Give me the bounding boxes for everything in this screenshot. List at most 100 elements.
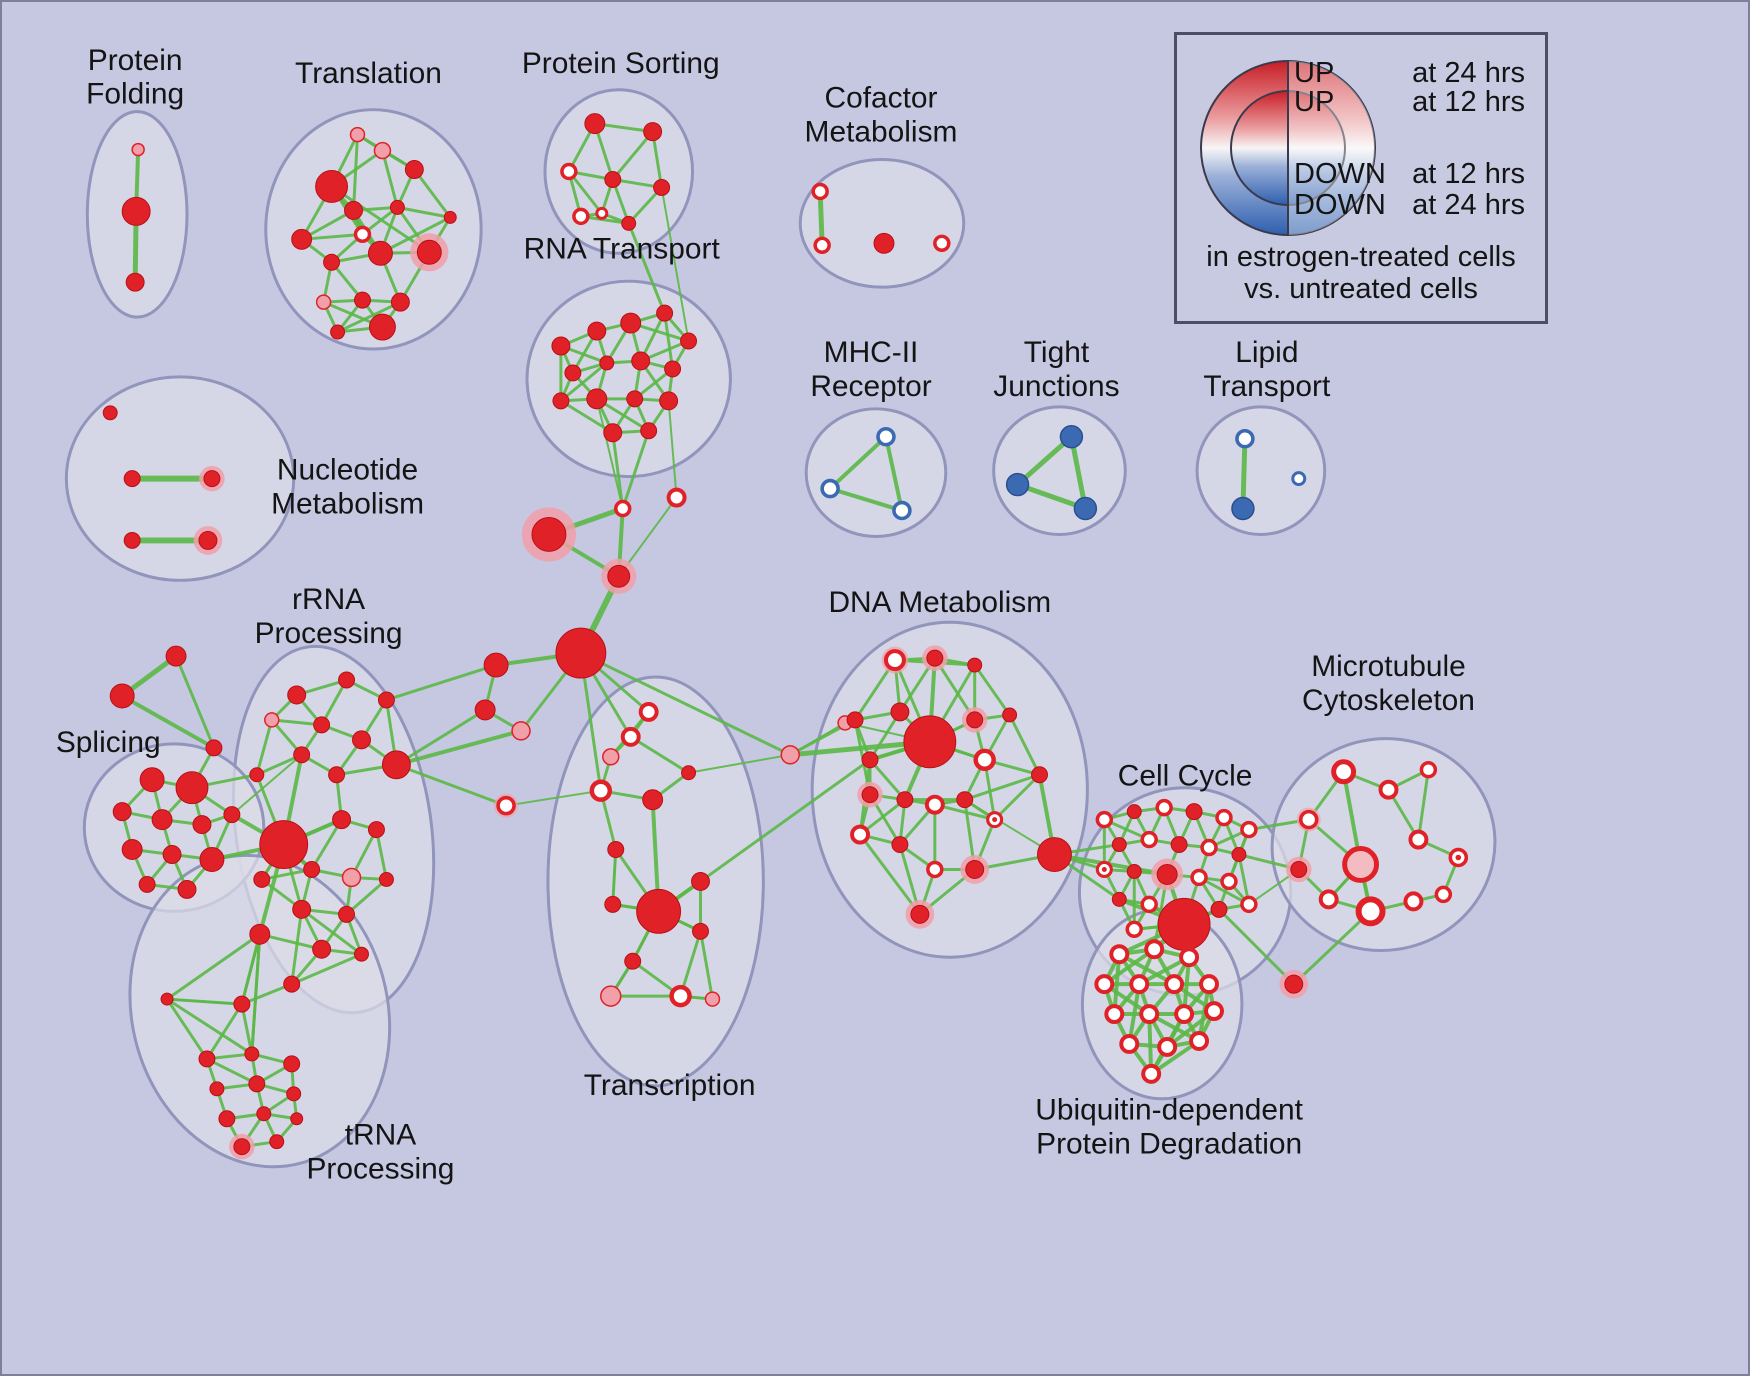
node-ubiquitin-degradation-14 — [1141, 1063, 1162, 1084]
node-trna-processing-10 — [256, 1106, 272, 1122]
cluster-label-trna-processing: tRNA — [345, 1119, 417, 1152]
cluster-label-ubiquitin-degradation: Protein Degradation — [1036, 1128, 1302, 1161]
node-connectors-11 — [1037, 837, 1072, 872]
node-dna-metabolism-1 — [922, 645, 948, 671]
node-cofactor-metabolism-1 — [813, 236, 831, 255]
node-splicing-8 — [199, 847, 225, 872]
node-cell-cycle-3 — [1185, 803, 1203, 821]
node-ubiquitin-degradation-5 — [1164, 974, 1185, 995]
node-trna-processing-9 — [218, 1110, 236, 1128]
node-ubiquitin-degradation-12 — [1157, 1036, 1178, 1057]
node-ubiquitin-degradation-11 — [1119, 1033, 1140, 1054]
node-trna-processing-11 — [290, 1112, 304, 1126]
node-rna-transport-10 — [586, 388, 608, 410]
node-dna-metabolism-2 — [967, 657, 983, 673]
legend-up-24-time: at 24 hrs — [1412, 57, 1525, 89]
cluster-label-transcription: Transcription — [584, 1069, 756, 1102]
node-cofactor-metabolism-3 — [933, 234, 951, 253]
node-microtubule-cytoskeleton-3 — [1296, 807, 1321, 832]
node-ubiquitin-degradation-0 — [1109, 944, 1130, 965]
legend-right-half-overlay — [1288, 61, 1375, 235]
node-translation-3 — [404, 160, 424, 179]
node-transcription-2 — [602, 748, 620, 766]
node-protein-sorting-1 — [643, 122, 663, 142]
node-splicing-10 — [177, 879, 197, 899]
node-protein-sorting-6 — [621, 215, 637, 231]
node-microtubule-cytoskeleton-10 — [1434, 885, 1453, 904]
node-nucleotide-metabolism-2 — [199, 465, 225, 492]
node-translation-12 — [315, 294, 332, 310]
node-lipid-transport-1 — [1231, 496, 1255, 521]
node-cell-cycle-14 — [1190, 868, 1208, 887]
node-cofactor-metabolism-2 — [873, 232, 895, 254]
node-translation-9 — [323, 253, 341, 271]
node-rna-transport-2 — [620, 312, 642, 334]
node-dna-metabolism-6 — [961, 707, 988, 733]
node-splicing-3 — [151, 809, 173, 831]
node-transcription-8 — [691, 871, 710, 891]
node-lipid-transport-0 — [1235, 428, 1255, 449]
node-transcription-11 — [624, 952, 642, 970]
node-connectors-1 — [521, 507, 577, 562]
node-trna-processing-2 — [233, 995, 251, 1013]
node-trna-processing-13 — [269, 1134, 285, 1150]
node-splicing-7 — [162, 845, 182, 864]
node-lipid-transport-2 — [1291, 471, 1307, 487]
node-rrna-processing-5 — [352, 730, 371, 750]
node-rrna-processing-18 — [338, 905, 356, 923]
legend-caption-line1: in estrogen-treated cells — [1206, 241, 1516, 273]
node-trna-processing-8 — [286, 1086, 302, 1102]
node-translation-0 — [315, 170, 349, 203]
node-microtubule-cytoskeleton-9 — [1403, 891, 1424, 912]
node-trna-processing-12 — [229, 1133, 255, 1160]
node-rrna-processing-19 — [312, 939, 332, 959]
node-connectors-12 — [1279, 969, 1309, 999]
node-trna-processing-0 — [249, 923, 271, 945]
node-dna-metabolism-13 — [924, 794, 945, 815]
node-translation-14 — [390, 292, 410, 312]
node-rrna-processing-13 — [303, 860, 321, 878]
legend-caption-line2: vs. untreated cells — [1244, 273, 1478, 305]
legend-up-24-label: UP — [1294, 57, 1334, 89]
cluster-label-tight-junctions: Tight — [1024, 336, 1090, 369]
cluster-label-mhc2-receptor: MHC-II — [824, 336, 919, 369]
cluster-ellipses — [64, 88, 1497, 1169]
node-splicing-0 — [139, 767, 165, 793]
node-translation-16 — [330, 324, 346, 340]
node-dna-metabolism-0 — [881, 646, 909, 674]
node-trna-processing-1 — [160, 992, 174, 1006]
cluster-label-rna-transport: RNA Transport — [524, 232, 721, 265]
node-transcription-10 — [692, 922, 709, 940]
node-tight-junctions-1 — [1005, 472, 1030, 497]
node-connectors-8 — [494, 793, 519, 818]
node-rrna-processing-3 — [264, 712, 280, 728]
node-splicing-6 — [121, 839, 143, 860]
cluster-tight-junctions-ellipse — [992, 405, 1127, 536]
node-rrna-processing-4 — [313, 716, 331, 734]
cluster-label-cofactor-metabolism: Cofactor — [824, 82, 937, 115]
node-cell-cycle-0 — [1095, 810, 1114, 829]
cluster-label-microtubule-cytoskeleton: Cytoskeleton — [1302, 684, 1475, 717]
node-transcription-14 — [704, 991, 721, 1007]
node-rna-transport-7 — [631, 351, 651, 371]
node-rrna-processing-1 — [338, 671, 356, 689]
node-protein-sorting-5 — [572, 207, 590, 226]
node-tight-junctions-2 — [1073, 496, 1098, 521]
node-cell-cycle-5 — [1240, 820, 1258, 839]
cluster-label-nucleotide-metabolism: Metabolism — [271, 488, 424, 521]
node-dna-metabolism-8 — [861, 751, 879, 769]
node-protein-sorting-4 — [653, 178, 671, 196]
node-rrna-processing-15 — [378, 871, 394, 887]
cluster-mhc2-receptor-ellipse — [804, 407, 948, 538]
node-translation-15 — [368, 313, 396, 341]
node-cell-cycle-7 — [1140, 830, 1158, 849]
cluster-cofactor-metabolism-ellipse — [798, 158, 966, 289]
node-splicing-5 — [223, 806, 241, 824]
node-nucleotide-metabolism-1 — [123, 470, 141, 488]
legend-down-24-time: at 24 hrs — [1412, 189, 1525, 221]
node-translation-10 — [367, 240, 393, 266]
node-dna-metabolism-10 — [1031, 766, 1048, 784]
node-ubiquitin-degradation-9 — [1174, 1004, 1195, 1025]
cluster-microtubule-cytoskeleton-ellipse — [1270, 737, 1497, 952]
